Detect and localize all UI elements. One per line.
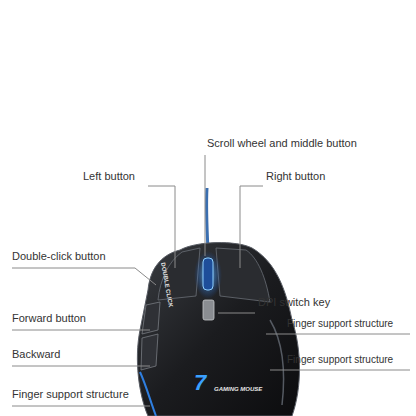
leader-line [218, 313, 255, 314]
leader-line [12, 330, 150, 331]
scroll-wheel [203, 258, 213, 290]
callout-label: Finger support structure [287, 354, 393, 366]
side-light-strip [140, 372, 156, 416]
leader-line [266, 334, 410, 335]
right-button-shape [216, 248, 270, 302]
callout-label: Forward button [12, 312, 86, 325]
mouse-cable [207, 188, 208, 250]
leader-line [240, 186, 263, 268]
leader-line [148, 186, 175, 268]
leader-line [205, 155, 206, 256]
callout-label: Right button [266, 170, 325, 183]
callout-label: Double-click button [12, 250, 106, 263]
callout-label: DPI switch key [258, 296, 330, 309]
printed-mark: GAMING MOUSE [214, 386, 262, 393]
dpi-button [203, 300, 214, 320]
mouse-body [137, 243, 299, 416]
leader-line [270, 370, 410, 371]
wheel-glow [194, 251, 222, 299]
logo-number: 7 [194, 370, 206, 396]
leader-line [12, 268, 156, 285]
right-grip-ridge [270, 320, 284, 405]
callout-label: Backward [12, 348, 60, 361]
callout-label: Finger support structure [287, 318, 393, 330]
printed-mark: DOUBLE CLICK [159, 262, 174, 308]
callout-label: Finger support structure [12, 388, 129, 401]
leader-line [12, 406, 150, 407]
forward-side-button [142, 302, 160, 334]
backward-side-button [141, 334, 158, 370]
leader-line [12, 366, 150, 367]
callout-label: Left button [83, 170, 135, 183]
leader-lines [12, 155, 410, 406]
callout-label: Scroll wheel and middle button [207, 137, 357, 150]
